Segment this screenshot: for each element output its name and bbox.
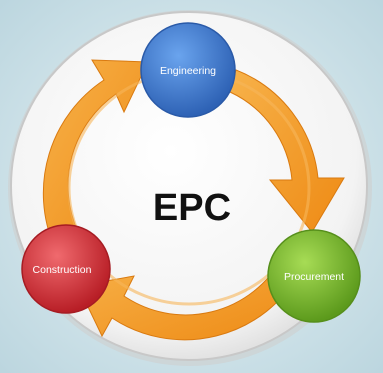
center-label: EPC [153, 187, 231, 229]
node-construction: Construction [21, 224, 111, 314]
arrow-engineering-to-procurement [229, 69, 345, 233]
engineering-label: Engineering [160, 65, 216, 77]
node-engineering: Engineering [140, 22, 236, 118]
arrow-procurement-to-construction [77, 257, 301, 341]
node-procurement: Procurement [267, 229, 361, 323]
construction-label: Construction [33, 264, 92, 276]
procurement-label: Procurement [284, 271, 344, 283]
